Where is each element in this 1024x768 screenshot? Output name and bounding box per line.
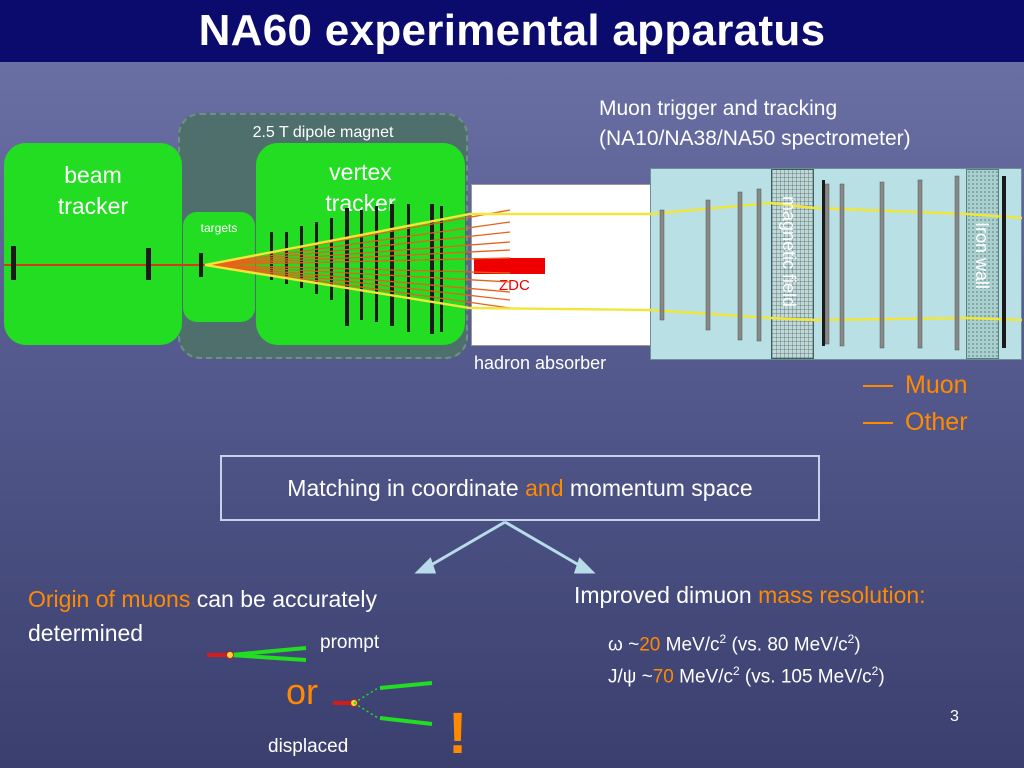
omega-compare: (vs. 80 MeV/c xyxy=(726,634,848,656)
spectrometer-plane-dark xyxy=(822,180,825,346)
magnetic-field-block xyxy=(771,169,814,359)
omega-compare-exp: 2 xyxy=(847,632,855,646)
spectrometer-plane-dark xyxy=(1002,176,1006,348)
improved-resolution-text: Improved dimuon mass resolution: xyxy=(574,582,926,609)
jpsi-resolution-line: J/ψ ~70 MeV/c2 (vs. 105 MeV/c2) xyxy=(608,664,885,688)
zdc-bar xyxy=(474,258,545,274)
prompt-label: prompt xyxy=(320,632,380,653)
beam-tracker xyxy=(4,143,182,345)
split-arrows xyxy=(414,520,596,574)
beam-plane xyxy=(11,246,16,280)
legend-label: Other xyxy=(905,408,968,436)
exclamation-mark: ! xyxy=(448,701,468,766)
iron-wall-label: Iron wall xyxy=(972,222,992,290)
legend-swatch xyxy=(863,384,893,387)
matching-suffix: momentum space xyxy=(563,474,753,501)
iron-wall-block xyxy=(966,169,999,359)
origin-rest: can be accurately determined xyxy=(28,586,378,646)
matching-prefix: Matching in coordinate xyxy=(287,474,526,501)
target-plane xyxy=(199,253,203,277)
legend-swatch xyxy=(863,421,893,424)
hadron-absorber-label: hadron absorber xyxy=(474,353,607,373)
jpsi-compare-exp: 2 xyxy=(871,664,879,678)
page-number: 3 xyxy=(950,708,959,725)
spectrometer-planes xyxy=(659,175,960,351)
muon-trigger-label: Muon trigger and tracking (NA10/NA38/NA5… xyxy=(599,97,911,150)
muon-spectrometer xyxy=(650,168,1022,360)
other-tracks xyxy=(204,209,511,309)
improved-accent: mass resolution: xyxy=(758,582,926,608)
legend-item-other: Other xyxy=(863,408,968,437)
omega-resolution-line: ω ~20 MeV/c2 (vs. 80 MeV/c2) xyxy=(608,632,861,656)
magnet-label: 2.5 T dipole magnet xyxy=(252,124,394,141)
displaced-label: displaced xyxy=(268,736,349,757)
slide-title: NA60 experimental apparatus xyxy=(198,6,826,55)
jpsi-exp: 2 xyxy=(732,664,740,678)
omega-symbol: ω xyxy=(608,634,623,656)
muon-tracks xyxy=(204,201,1023,322)
legend-item-muon: Muon xyxy=(863,371,968,400)
jpsi-symbol: J/ψ xyxy=(608,666,637,688)
beam-tracker-label: beam tracker xyxy=(57,162,129,219)
omega-tilde: ~ xyxy=(622,634,640,656)
or-label: or xyxy=(286,671,319,712)
jpsi-close: ) xyxy=(878,666,885,688)
magnetic-field-label: magnetic field xyxy=(779,196,799,308)
prompt-sketch xyxy=(207,646,307,662)
targets-label: targets xyxy=(200,221,238,235)
matching-box: Matching in coordinate and momentum spac… xyxy=(220,455,820,521)
title-bar: NA60 experimental apparatus xyxy=(0,0,1024,62)
displaced-sketch xyxy=(333,681,433,726)
legend-label: Muon xyxy=(905,371,968,399)
omega-value: 20 xyxy=(639,634,661,656)
origin-text: Origin of muons can be accurately determ… xyxy=(28,582,478,650)
improved-prefix: Improved dimuon xyxy=(574,582,759,608)
omega-close: ) xyxy=(854,634,861,656)
beam-plane xyxy=(146,248,151,280)
origin-accent: Origin of muons xyxy=(28,586,191,612)
matching-accent: and xyxy=(525,474,564,501)
jpsi-unit: MeV/c xyxy=(673,666,733,688)
jpsi-value: 70 xyxy=(652,666,674,688)
jpsi-compare: (vs. 105 MeV/c xyxy=(739,666,872,688)
omega-exp: 2 xyxy=(719,632,727,646)
omega-unit: MeV/c xyxy=(660,634,720,656)
jpsi-tilde: ~ xyxy=(636,666,653,688)
